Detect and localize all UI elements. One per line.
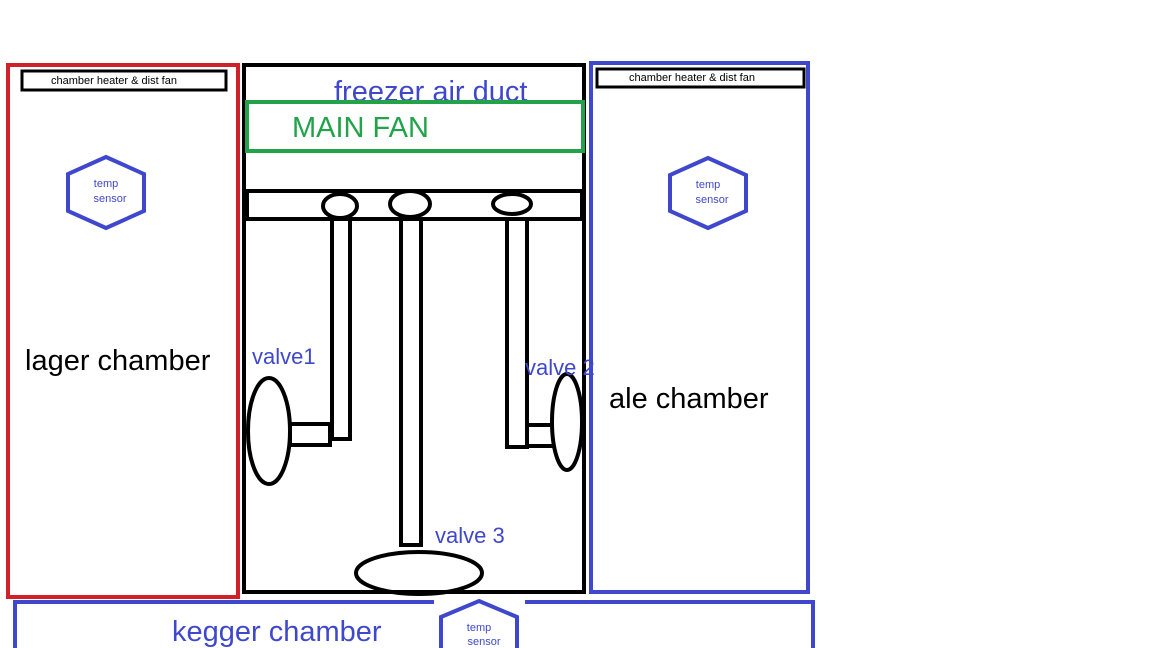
main-fan-box [245, 100, 585, 153]
ale-heater-box [595, 67, 806, 89]
duct-right-elbow [525, 423, 556, 448]
ale-chamber-label: ale chamber [609, 383, 769, 415]
manifold-port-2 [388, 189, 432, 219]
valve3-label: valve 3 [435, 523, 505, 548]
lager-heater-box [20, 69, 228, 92]
freezer-outline [242, 63, 586, 594]
kegger-chamber-label: kegger chamber [172, 616, 382, 648]
kegger-temp-sensor-hexagon [439, 598, 519, 648]
lager-temp-sensor-hexagon [66, 154, 146, 231]
lager-chamber: chamber heater & dist fan temp sensor la… [6, 63, 240, 599]
ale-temp-sensor-label-1: temp [696, 179, 720, 191]
valve1-shape [246, 376, 292, 486]
kegger-temp-sensor-label-2: sensor [467, 636, 500, 648]
valve2-shape [550, 372, 584, 472]
duct-right-vertical [505, 217, 529, 449]
valve1-label: valve1 [252, 344, 316, 369]
ale-chamber: chamber heater & dist fan temp sensor al… [589, 61, 810, 594]
lager-temp-sensor-label-2: sensor [93, 193, 126, 205]
ale-chamber-outline [589, 61, 810, 594]
kegger-chamber: kegger chamber temp sensor [13, 598, 815, 648]
duct-center-vertical [399, 217, 423, 547]
manifold-port-1 [321, 192, 359, 220]
valve2-label: valve 2 [525, 355, 595, 380]
duct-left-vertical [330, 217, 352, 441]
ale-temp-sensor-hexagon [668, 155, 748, 231]
valve3-shape [354, 550, 484, 596]
kegger-chamber-outline [13, 600, 815, 648]
lager-heater-label: chamber heater & dist fan [51, 75, 177, 87]
manifold-port-3 [491, 192, 533, 216]
kegger-temp-sensor-label-1: temp [467, 622, 491, 634]
duct-left-elbow [288, 422, 332, 447]
lager-chamber-label: lager chamber [25, 345, 211, 377]
ale-temp-sensor-label-2: sensor [695, 194, 728, 206]
ale-heater-label: chamber heater & dist fan [629, 72, 755, 84]
lager-temp-sensor-label-1: temp [94, 178, 118, 190]
main-fan-label: MAIN FAN [292, 112, 429, 144]
freezer-section: freezer air duct MAIN FAN valve1 valve 3… [242, 63, 595, 596]
lager-chamber-outline [6, 63, 240, 599]
